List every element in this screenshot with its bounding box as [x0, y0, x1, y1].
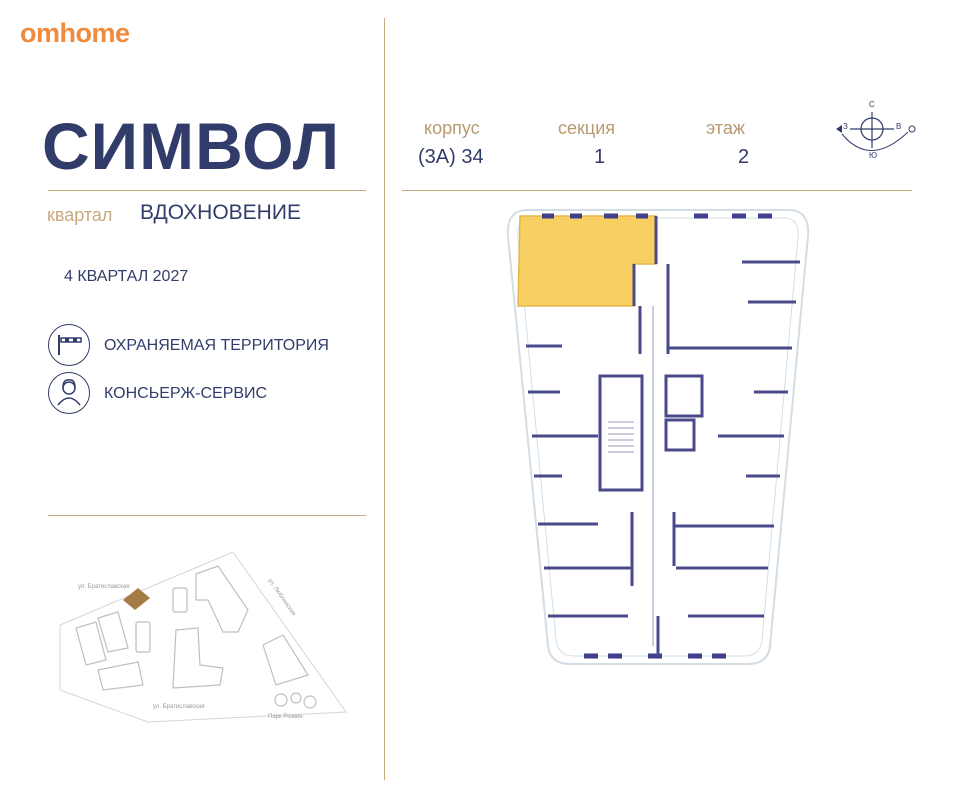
concierge-icon	[48, 372, 90, 414]
street-label-bottom: ул. Братиславская	[153, 704, 205, 710]
completion-date: 4 КВАРТАЛ 2027	[64, 268, 189, 285]
compass-north: С	[869, 100, 875, 109]
quarter-label: квартал	[47, 205, 113, 225]
compass-south: Ю	[869, 151, 877, 160]
param-floor-label: этаж	[706, 118, 745, 138]
feature-concierge: КОНСЬЕРЖ-СЕРВИС	[104, 385, 268, 402]
site-plan: ул. Братиславская ул. Люблинская ул. Бра…	[59, 551, 347, 723]
project-title: СИМВОЛ	[42, 109, 341, 183]
brand-logo[interactable]: omhome	[20, 18, 130, 48]
param-floor-value: 2	[738, 146, 750, 168]
park-label: Парк Рюмин	[268, 714, 303, 720]
params-divider	[402, 190, 912, 191]
street-label-top: ул. Братиславская	[78, 584, 130, 590]
feature-secure-territory: ОХРАНЯЕМАЯ ТЕРРИТОРИЯ	[104, 337, 329, 354]
floor-plan	[506, 209, 810, 665]
param-building-value: (3А) 34	[418, 146, 484, 168]
compass-west: З	[843, 122, 848, 131]
compass-east: В	[896, 122, 901, 131]
title-divider	[48, 190, 366, 191]
features-divider	[48, 515, 366, 516]
param-building-label: корпус	[424, 118, 480, 138]
barrier-icon	[48, 324, 90, 366]
quarter-name: ВДОХНОВЕНИЕ	[140, 201, 301, 224]
compass-icon: С Ю З В	[836, 100, 916, 160]
street-label-right: ул. Люблинская	[266, 578, 296, 617]
vertical-divider	[384, 18, 385, 780]
param-section-value: 1	[594, 146, 606, 168]
param-section-label: секция	[558, 118, 615, 138]
